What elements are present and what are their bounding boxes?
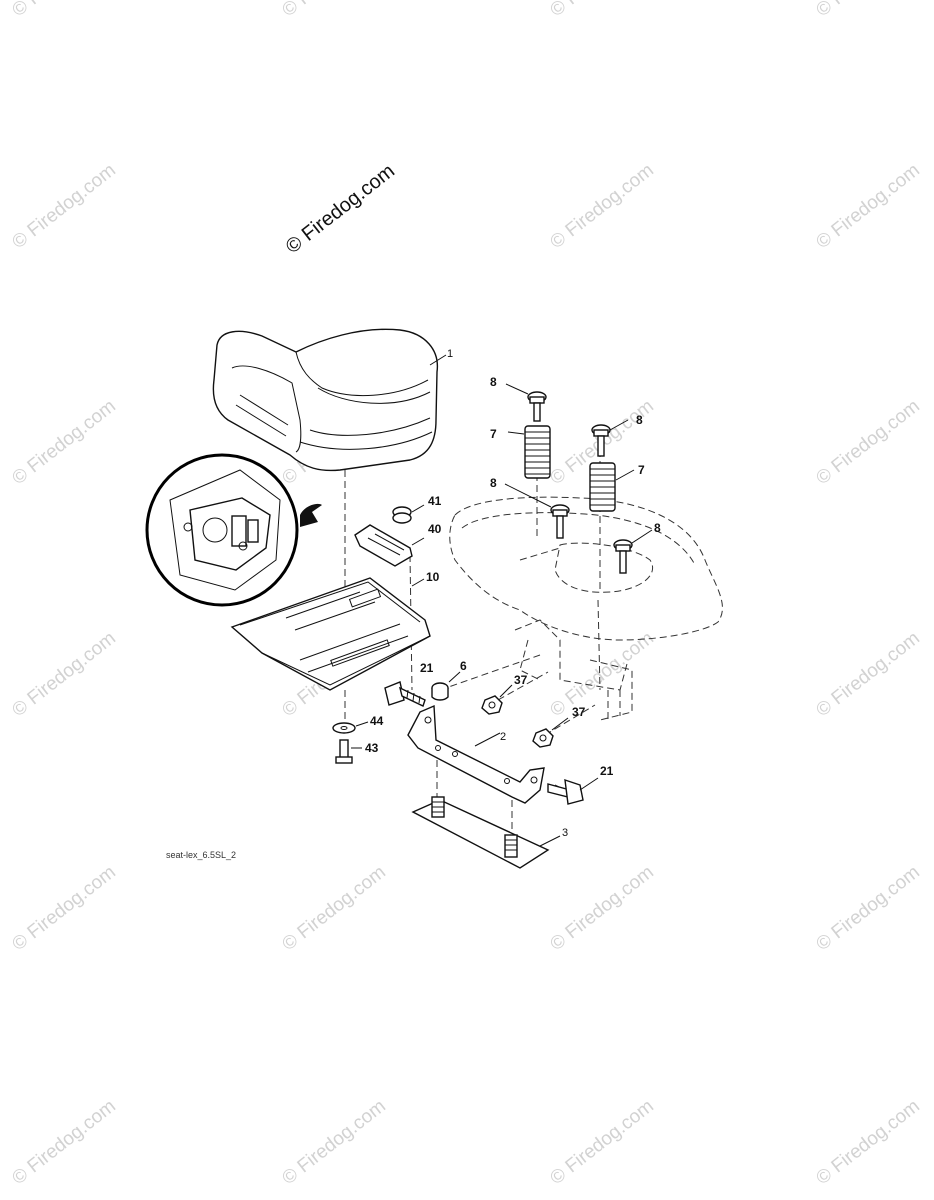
washer-part-44	[332, 721, 369, 734]
bolt-part-8-mid-left	[504, 483, 570, 539]
spring-part-7-right	[589, 462, 635, 512]
callout-40: 40	[428, 522, 442, 536]
nut-part-37-right	[532, 717, 569, 748]
nut-part-6	[431, 671, 461, 701]
callout-8: 8	[654, 521, 661, 535]
callout-41: 41	[428, 494, 442, 508]
spring-clip-part-41	[392, 504, 425, 524]
callout-6: 6	[460, 659, 467, 673]
seat-bracket-part-2	[407, 704, 545, 804]
bolt-part-8-top-right	[591, 419, 629, 457]
callout-37: 37	[514, 673, 528, 687]
callout-labels: 1 8 8 7 7 8 8 41 40 10 21 6 37 37 44 43 …	[166, 348, 661, 860]
bolt-part-21-left	[384, 681, 426, 707]
bolt-part-8-mid-right	[613, 529, 653, 574]
base-plate-part-3	[411, 796, 561, 869]
spring-part-7-left	[507, 425, 551, 479]
callout-37: 37	[572, 705, 586, 719]
drawing-code: seat-lex_6.5SL_2	[166, 850, 236, 860]
bolt-part-8-top-left	[505, 383, 547, 422]
seat-pan-part-10	[230, 577, 431, 691]
callout-3: 3	[562, 827, 568, 839]
callout-8: 8	[490, 476, 497, 490]
callout-43: 43	[365, 741, 379, 755]
callout-2: 2	[500, 731, 506, 743]
callout-8: 8	[636, 413, 643, 427]
seat-part-1	[212, 328, 439, 472]
callout-44: 44	[370, 714, 384, 728]
bolt-part-21-right	[547, 777, 599, 805]
callout-21: 21	[600, 764, 614, 778]
bolt-part-43	[335, 739, 362, 764]
callout-8: 8	[490, 375, 497, 389]
callout-7: 7	[490, 427, 497, 441]
callout-21: 21	[420, 661, 434, 675]
callout-10: 10	[426, 570, 440, 584]
latch-plate-part-40	[354, 524, 425, 567]
seat-latch-detail-callout	[145, 453, 322, 607]
callout-1: 1	[447, 348, 453, 360]
chassis-outline	[449, 496, 723, 721]
callout-7: 7	[638, 463, 645, 477]
nut-part-37-left	[481, 684, 513, 715]
